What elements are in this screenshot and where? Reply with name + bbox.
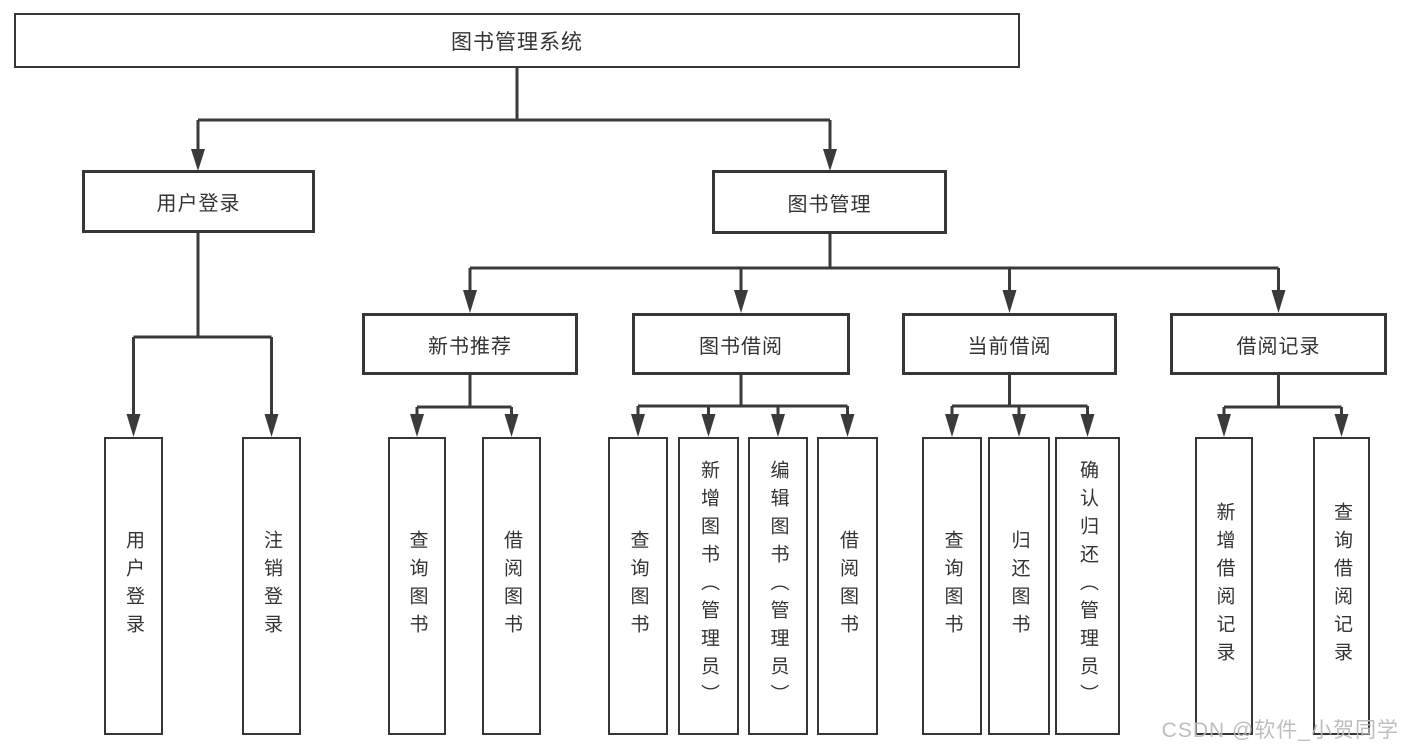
node-label: 归还图书 (1008, 530, 1030, 642)
arrow-icon (126, 414, 141, 437)
leaf-borrow-books-recommend: 借阅图书 (482, 437, 541, 735)
node-label: 新增图书（管理员） (698, 460, 719, 712)
node-label: 用户登录 (123, 530, 144, 642)
leaf-user-login: 用户登录 (104, 437, 163, 735)
leaf-query-books-recommend: 查询图书 (388, 437, 446, 735)
leaf-confirm-return-admin: 确认归还（管理员） (1055, 437, 1120, 735)
node-label: 图书借阅 (699, 335, 783, 358)
arrow-icon (823, 149, 837, 171)
node-label: 图书管理系统 (451, 30, 583, 54)
node-label: 新书推荐 (428, 335, 512, 358)
edge-root-to-level2 (196, 68, 832, 151)
leaf-query-borrow-record: 查询借阅记录 (1313, 437, 1370, 735)
arrow-icon (1002, 290, 1017, 313)
edge-records-to-leaves (1222, 375, 1343, 416)
leaf-logout: 注销登录 (242, 437, 301, 735)
arrow-icon (771, 414, 785, 437)
arrow-icon (1217, 414, 1231, 437)
node-label: 查询图书 (406, 530, 428, 642)
node-label: 当前借阅 (967, 335, 1052, 358)
leaf-add-books-admin: 新增图书（管理员） (678, 437, 739, 735)
node-label: 借阅图书 (501, 530, 522, 642)
node-label: 确认归还（管理员） (1077, 460, 1098, 712)
node-book-borrowing: 图书借阅 (632, 313, 850, 375)
node-label: 注销登录 (261, 530, 282, 642)
node-label: 用户登录 (156, 193, 241, 215)
arrow-icon (504, 414, 519, 437)
node-label: 借阅图书 (837, 530, 858, 642)
node-borrow-records: 借阅记录 (1170, 313, 1387, 375)
arrow-icon (631, 414, 645, 437)
edge-currentborrow-to-leaves (950, 375, 1089, 416)
node-label: 编辑图书（管理员） (767, 460, 789, 712)
arrow-icon (945, 414, 959, 437)
node-new-book-recommendation: 新书推荐 (362, 313, 578, 375)
node-label: 查询图书 (627, 530, 649, 642)
arrow-icon (410, 414, 424, 437)
arrow-icon (1334, 414, 1349, 437)
arrow-icon (734, 290, 748, 313)
leaf-return-books: 归还图书 (988, 437, 1050, 735)
node-label: 图书管理 (787, 193, 872, 216)
arrow-icon (191, 149, 205, 171)
edge-bookborrow-to-leaves (636, 375, 849, 416)
leaf-edit-books-admin: 编辑图书（管理员） (748, 437, 808, 735)
edge-newbook-to-leaves (415, 375, 513, 416)
node-current-borrowing: 当前借阅 (902, 313, 1117, 375)
node-label: 新增借阅记录 (1213, 502, 1235, 670)
arrow-icon (701, 414, 716, 437)
node-label: 查询图书 (941, 530, 963, 642)
csdn-watermark: CSDN @软件_小贺同学 (1161, 719, 1399, 742)
arrow-icon (264, 414, 279, 437)
arrow-icon (1271, 290, 1286, 313)
node-library-management-system: 图书管理系统 (14, 13, 1020, 68)
leaf-query-books-borrow: 查询图书 (608, 437, 668, 735)
node-label: 借阅记录 (1236, 335, 1321, 358)
edge-userlogin-to-leaves (132, 233, 273, 416)
edge-bookmgmt-to-level3 (468, 234, 1280, 292)
node-book-management: 图书管理 (712, 170, 947, 234)
leaf-borrow-books: 借阅图书 (817, 437, 878, 735)
arrowheads (126, 149, 1349, 437)
arrow-icon (840, 414, 855, 437)
arrow-icon (463, 290, 477, 313)
node-user-login: 用户登录 (82, 170, 315, 233)
node-label: 查询借阅记录 (1331, 502, 1352, 670)
arrow-icon (1012, 414, 1026, 437)
arrow-icon (1080, 414, 1095, 437)
leaf-add-borrow-record: 新增借阅记录 (1195, 437, 1253, 735)
leaf-query-books-current: 查询图书 (922, 437, 982, 735)
